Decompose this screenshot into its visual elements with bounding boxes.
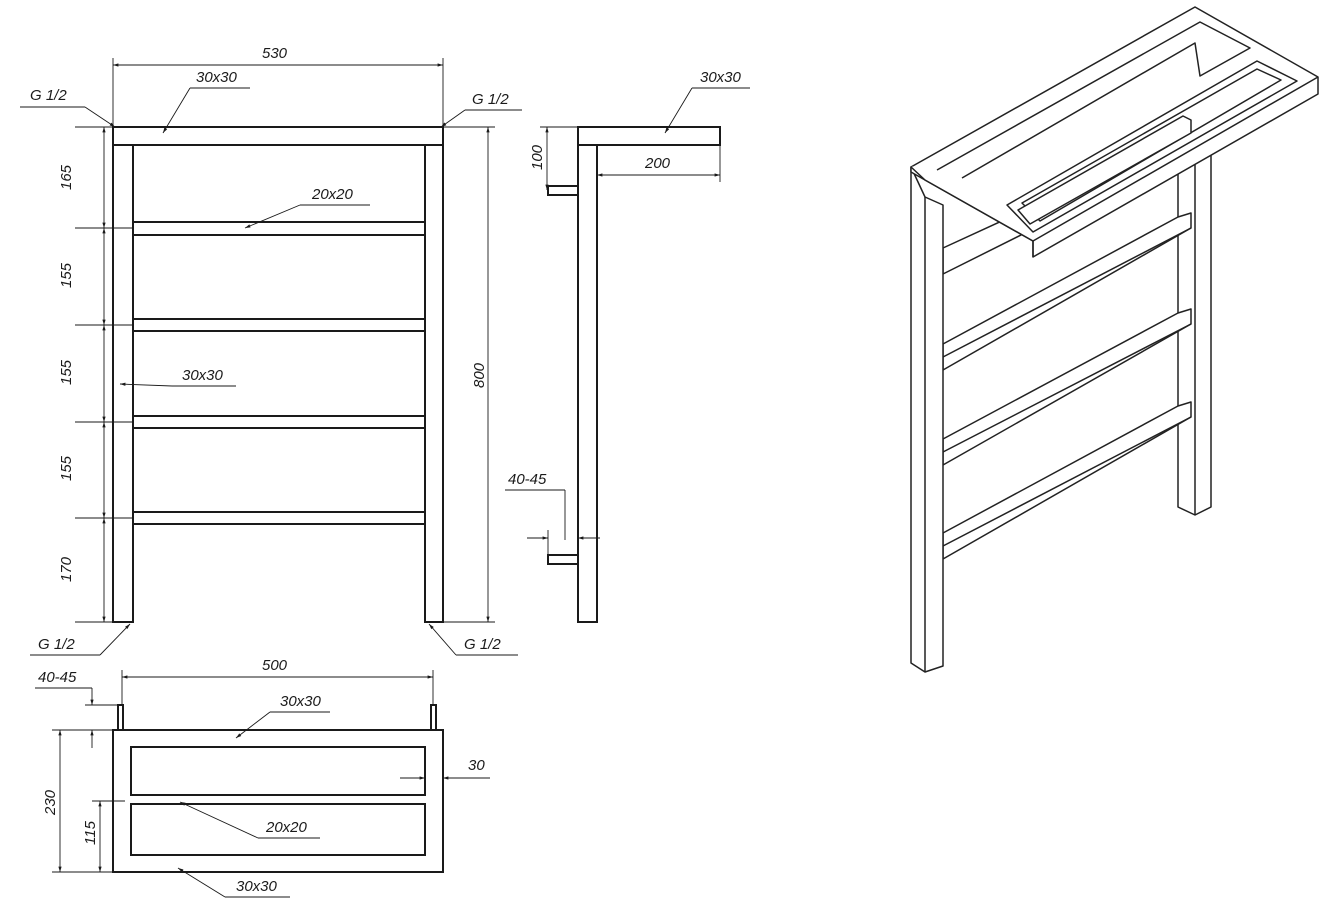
dimension-label: 530 xyxy=(262,45,288,62)
dimension-margin: 30 xyxy=(400,757,490,780)
leader-bottom-tube: 30x30 xyxy=(177,867,290,898)
dimension-label: 40-45 xyxy=(38,669,77,686)
crossbar xyxy=(132,221,426,236)
dimension-spacings: 165 155 155 155 170 xyxy=(58,126,133,623)
dimension-label: 500 xyxy=(262,657,288,674)
tube-size-label: 20x20 xyxy=(265,819,308,836)
tube-size-label: 30x30 xyxy=(236,878,278,895)
dimension-total-depth: 230 xyxy=(42,729,113,873)
isometric-view xyxy=(910,6,1319,673)
leader-thread-bottom-left: G 1/2 xyxy=(30,623,131,656)
dimension-height: 800 xyxy=(443,126,495,623)
dimension-top-width: 500 xyxy=(121,657,434,705)
inner-rail xyxy=(130,746,426,796)
thread-label: G 1/2 xyxy=(38,636,75,653)
dimension-depth: 200 xyxy=(597,145,721,182)
dimension-top-wall-gap: 40-45 xyxy=(35,669,118,748)
dimension-label: 200 xyxy=(644,155,671,172)
top-tray xyxy=(910,6,1319,258)
leader-side-tube: 30x30 xyxy=(664,69,750,134)
leader-top-tube: 30x30 xyxy=(162,69,250,134)
pipe-stub xyxy=(117,704,124,731)
tube-size-label: 30x30 xyxy=(700,69,742,86)
pipe-stub-top xyxy=(547,185,579,196)
thread-label: G 1/2 xyxy=(472,91,509,108)
crossbar xyxy=(132,415,426,429)
top-tube xyxy=(577,126,721,146)
tube-size-label: 30x30 xyxy=(196,69,238,86)
thread-label: G 1/2 xyxy=(464,636,501,653)
top-tube xyxy=(112,126,444,146)
leader-top-view-tube: 30x30 xyxy=(235,693,330,739)
pipe-stub-bottom xyxy=(547,554,579,565)
dimension-width: 530 xyxy=(112,45,444,127)
crossbar xyxy=(132,511,426,525)
spacing-label: 155 xyxy=(58,455,75,481)
dimension-label: 800 xyxy=(471,362,488,388)
dimension-half-depth: 115 xyxy=(82,800,125,872)
leader-thread-top-left: G 1/2 xyxy=(20,87,116,128)
crossbar xyxy=(132,318,426,332)
dimension-label: 30 xyxy=(468,757,485,774)
right-post xyxy=(424,144,444,623)
top-view: 500 40-45 230 115 30 30x30 xyxy=(35,657,490,898)
inner-rail xyxy=(130,803,426,856)
spacing-label: 155 xyxy=(58,262,75,288)
tube-size-label: 30x30 xyxy=(280,693,322,710)
leader-thread-top-right: G 1/2 xyxy=(440,91,522,128)
dimension-label: 230 xyxy=(42,789,59,816)
spacing-label: 155 xyxy=(58,359,75,385)
leader-inner-tube: 20x20 xyxy=(179,801,320,839)
leader-crossbar: 20x20 xyxy=(244,186,370,229)
thread-label: G 1/2 xyxy=(30,87,67,104)
dimension-label: 115 xyxy=(82,820,99,845)
dimension-wall-gap: 40-45 xyxy=(505,471,600,555)
pipe-stub xyxy=(430,704,437,731)
dimension-label: 100 xyxy=(529,144,546,170)
leader-post: 30x30 xyxy=(119,367,236,387)
post-size-label: 30x30 xyxy=(182,367,224,384)
crossbar-size-label: 20x20 xyxy=(311,186,354,203)
leader-thread-bottom-right: G 1/2 xyxy=(428,623,518,656)
front-view: 530 30x30 G 1/2 G 1/2 20x20 30x30 xyxy=(20,45,522,656)
front-post xyxy=(910,166,944,673)
spacing-label: 170 xyxy=(58,556,75,582)
dimension-offset: 100 xyxy=(529,126,578,190)
side-view: 100 200 30x30 40-45 xyxy=(505,69,750,623)
left-post xyxy=(112,144,134,623)
post xyxy=(577,144,598,623)
spacing-label: 165 xyxy=(58,164,75,190)
dimension-label: 40-45 xyxy=(508,471,547,488)
